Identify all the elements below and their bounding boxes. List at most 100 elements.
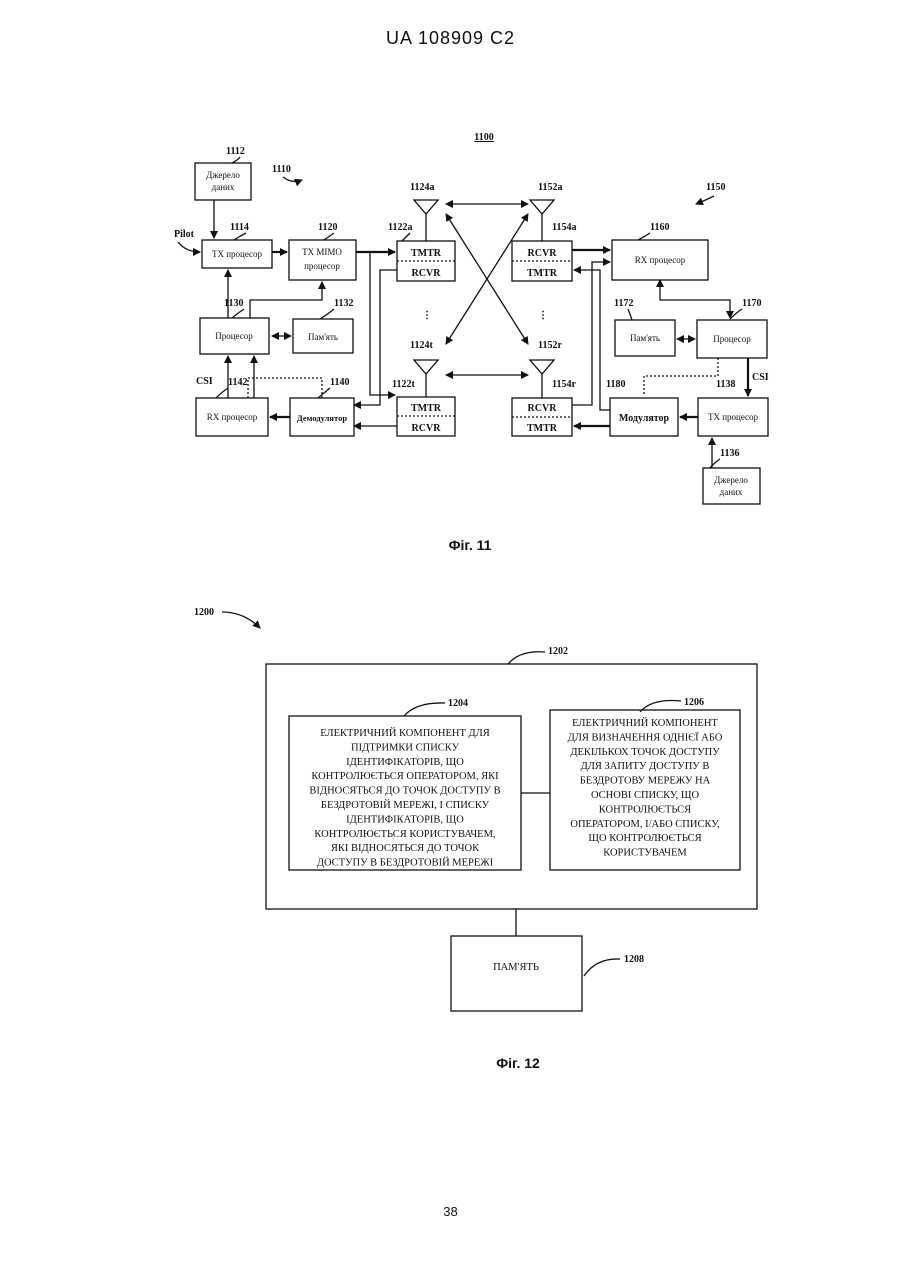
tmtr-1154a: TMTR — [527, 268, 558, 279]
proc-to-txmimo — [250, 282, 322, 318]
ref-1202: 1202 — [548, 646, 568, 657]
ref-1172: 1172 — [614, 298, 633, 309]
ref-1132: 1132 — [334, 298, 353, 309]
data-source-right-l2: даних — [720, 487, 743, 497]
memory-1208 — [451, 936, 582, 1011]
ref-1122a: 1122a — [388, 222, 412, 233]
rxproc-demod-dotted — [248, 378, 322, 398]
tx-processor-right-label: TX процесор — [708, 412, 759, 422]
t1204-line-6: ІДЕНТИФІКАТОРІВ, ЩО — [346, 814, 464, 825]
tmtr-1122a: TMTR — [411, 248, 442, 259]
data-source-right-l1: Джерело — [714, 475, 748, 485]
ref-1152a: 1152a — [538, 182, 562, 193]
ref-1114-lead — [234, 233, 246, 240]
ref-1124t: 1124t — [410, 340, 433, 351]
t1206-line-7: ОПЕРАТОРОМ, І/АБО СПИСКУ, — [570, 819, 719, 830]
ref-1112-lead — [232, 157, 240, 163]
t1206-line-4: БЕЗДРОТОВУ МЕРЕЖУ НА — [580, 776, 711, 787]
modulator-label: Модулятор — [619, 413, 670, 424]
memory-1208-label: ПАМ'ЯТЬ — [493, 962, 539, 973]
ref-1204: 1204 — [448, 698, 468, 709]
t1206-line-1: ДЛЯ ВИЗНАЧЕННЯ ОДНІЄЇ АБО — [568, 731, 723, 743]
csi-left-label: CSI — [196, 376, 213, 387]
ref-1154a: 1154a — [552, 222, 576, 233]
pilot-arrow — [178, 242, 200, 252]
rxproc-proc-link-right — [660, 280, 730, 318]
ref-1208-lead — [584, 959, 620, 976]
rx-processor-right-label: RX процесор — [635, 255, 686, 265]
ref-1150: 1150 — [706, 182, 725, 193]
ref-1110: 1110 — [272, 164, 291, 175]
ref-1140-lead — [318, 388, 330, 398]
ref-1142-lead — [216, 388, 228, 398]
t1204-line-3: КОНТРОЛЮЄТЬСЯ ОПЕРАТОРОМ, ЯКІ — [311, 771, 499, 782]
ref-1180: 1180 — [606, 379, 625, 390]
fig11: 1100 1110 1150 1112 Джерело даних 1114 T… — [174, 132, 769, 553]
ref-1206: 1206 — [684, 697, 704, 708]
tmtr-1122t: TMTR — [411, 403, 442, 414]
pilot-label: Pilot — [174, 229, 195, 240]
rcvr-1122a: RCVR — [412, 268, 442, 279]
fig12-caption: Фіг. 12 — [496, 1055, 540, 1071]
ref-1154r: 1154r — [552, 379, 576, 390]
antenna-1152a — [530, 200, 554, 214]
t1204-line-5: БЕЗДРОТОВІЙ МЕРЕЖІ, І СПИСКУ — [321, 799, 490, 811]
ref-1114: 1114 — [230, 222, 249, 233]
ref-1130-lead — [232, 309, 244, 318]
tx-mimo-processor — [289, 240, 356, 280]
ref-1150-arrow — [696, 196, 714, 204]
ref-1122a-lead — [402, 233, 410, 241]
data-source-left-l2: даних — [212, 182, 235, 192]
ref-1142: 1142 — [228, 377, 247, 388]
t1204-line-1: ПІДТРИМКИ СПИСКУ — [351, 742, 460, 753]
t1204-line-7: КОНТРОЛЮЄТЬСЯ КОРИСТУВАЧЕМ, — [314, 829, 495, 840]
rcvr-a-to-demod — [354, 270, 397, 405]
fig12: 1200 1202 1204 ЕЛЕКТРИЧНИЙ КОМПОНЕНТ ДЛЯ… — [194, 607, 757, 1071]
t1204-line-2: ІДЕНТИФІКАТОРІВ, ЩО — [346, 757, 464, 768]
antenna-1124t — [414, 360, 438, 374]
data-source-right — [703, 468, 760, 504]
t1206-line-2: ДЕКІЛЬКОХ ТОЧОК ДОСТУПУ — [570, 747, 720, 758]
ref-1124a: 1124a — [410, 182, 434, 193]
fig11-ref-1100: 1100 — [474, 132, 493, 143]
ref-1172-lead — [628, 309, 632, 320]
ref-1130: 1130 — [224, 298, 243, 309]
txmimo-to-tmtr-t — [370, 252, 395, 395]
tmtr-1154r: TMTR — [527, 423, 558, 434]
rcvr-1154a: RCVR — [528, 248, 558, 259]
t1206-line-8: ЩО КОНТРОЛЮЄТЬСЯ — [588, 833, 701, 844]
dots-left: ⋮ — [422, 310, 432, 321]
processor-left-label: Процесор — [215, 331, 253, 341]
ref-1120: 1120 — [318, 222, 337, 233]
ref-1110-arrow — [283, 177, 302, 181]
ref-1160: 1160 — [650, 222, 669, 233]
ref-1136: 1136 — [720, 448, 739, 459]
t1204-line-9: ДОСТУПУ В БЕЗДРОТОВІЙ МЕРЕЖІ — [317, 857, 494, 869]
rcvr-1154r: RCVR — [528, 403, 558, 414]
ref-1120-lead — [324, 233, 334, 240]
fig12-ref-1200: 1200 — [194, 607, 214, 618]
page-number: 38 — [0, 1204, 901, 1219]
ref-1208: 1208 — [624, 954, 644, 965]
memory-right-label: Пам'ять — [630, 333, 660, 343]
t1206-line-0: ЕЛЕКТРИЧНИЙ КОМПОНЕНТ — [572, 717, 718, 729]
ref-1140: 1140 — [330, 377, 349, 388]
data-source-left-l1: Джерело — [206, 170, 240, 180]
ref-1170: 1170 — [742, 298, 761, 309]
tx-processor-left-label: TX процесор — [212, 249, 263, 259]
demodulator-label: Демодулятор — [297, 413, 347, 423]
fig12-ref-1200-arrow — [222, 612, 260, 628]
ref-1122t: 1122t — [392, 379, 415, 390]
ref-1132-lead — [320, 309, 334, 319]
fig11-caption: Фіг. 11 — [449, 537, 492, 553]
ref-1152r: 1152r — [538, 340, 562, 351]
memory-left-label: Пам'ять — [308, 332, 338, 342]
proc-mod-dotted — [644, 358, 718, 396]
t1206-line-6: КОНТРОЛЮЄТЬСЯ — [599, 804, 691, 815]
tx-mimo-l2: процесор — [304, 261, 340, 271]
tx-mimo-l1: TX MIMO — [302, 247, 342, 257]
rcvr-r-to-rxproc — [572, 262, 610, 405]
csi-right-label: CSI — [752, 372, 769, 383]
t1206-line-5: ОСНОВІ СПИСКУ, ЩО — [591, 790, 700, 801]
